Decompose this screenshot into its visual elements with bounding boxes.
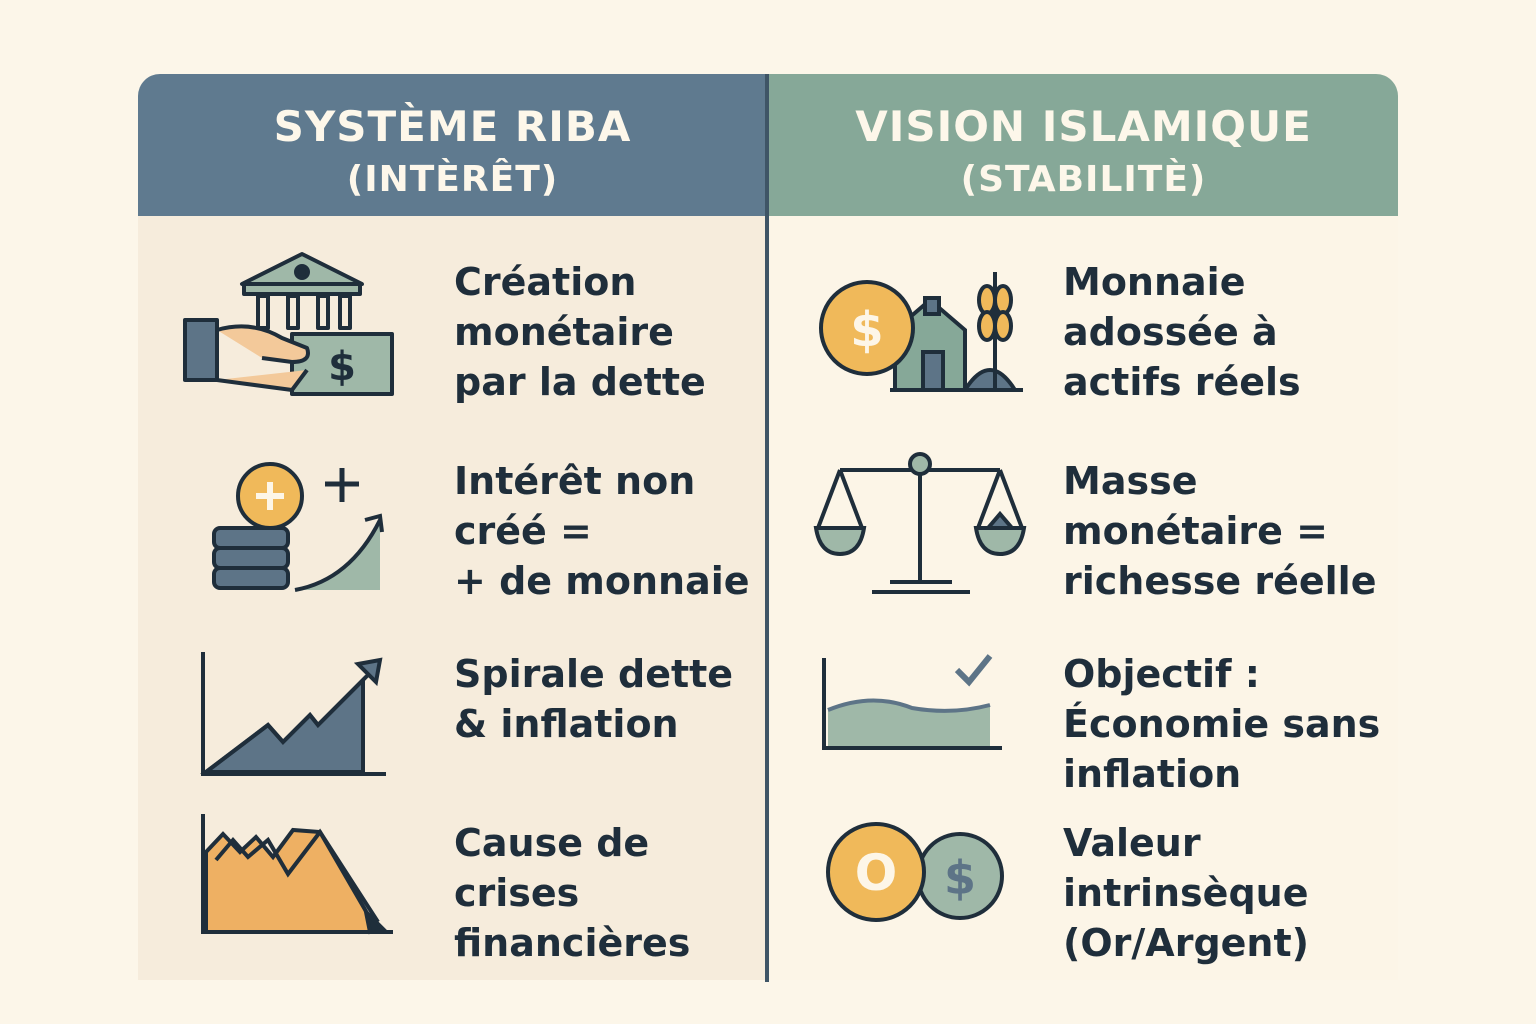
left-item-2-text: Intérêt non créé = + de monnaie bbox=[454, 459, 750, 603]
balance-scale-icon bbox=[813, 452, 1027, 594]
right-item-4-text: Valeur intrinsèque (Or/Argent) bbox=[1063, 821, 1309, 965]
bank-hand-money-icon: $ bbox=[183, 252, 394, 396]
falling-chart-icon bbox=[201, 814, 393, 935]
right-item-3-text: Objectif : Économie sans inflation bbox=[1063, 652, 1381, 796]
svg-text:O: O bbox=[855, 844, 898, 902]
right-header: VISION ISLAMIQUE (STABILITÈ) bbox=[769, 74, 1398, 216]
right-item-2-text: Masse monétaire = richesse réelle bbox=[1063, 459, 1377, 603]
coins-plus-arrow-icon bbox=[212, 462, 384, 592]
left-item-3-text: Spirale dette & inflation bbox=[454, 652, 734, 746]
left-item-4-text: Cause de crises financières bbox=[454, 821, 691, 965]
svg-text:$: $ bbox=[328, 344, 356, 390]
svg-text:$: $ bbox=[944, 851, 976, 905]
rising-chart-icon bbox=[200, 652, 386, 776]
column-divider bbox=[765, 74, 769, 982]
left-title: SYSTÈME RIBA bbox=[273, 102, 632, 151]
left-item-1-text: Création monétaire par la dette bbox=[454, 260, 706, 404]
right-item-1-text: Monnaie adossée à actifs réels bbox=[1063, 260, 1301, 404]
left-subtitle: (INTÈRÊT) bbox=[346, 159, 559, 200]
left-header: SYSTÈME RIBA (INTÈRÊT) bbox=[138, 74, 767, 216]
svg-text:$: $ bbox=[850, 302, 883, 358]
coin-house-wheat-icon: $ bbox=[819, 272, 1023, 392]
gold-silver-coins-icon: $ O bbox=[826, 822, 1004, 922]
right-subtitle: (STABILITÈ) bbox=[960, 159, 1207, 200]
right-title: VISION ISLAMIQUE bbox=[855, 102, 1312, 151]
stable-chart-check-icon bbox=[822, 654, 1002, 750]
